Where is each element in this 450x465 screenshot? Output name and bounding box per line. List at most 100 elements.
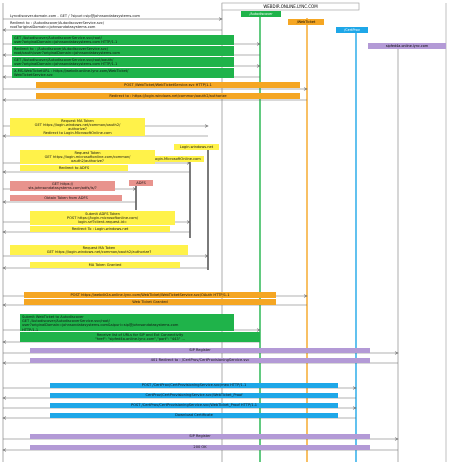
node-login-windows-bg	[174, 144, 219, 150]
arrow-head-26	[2, 396, 7, 400]
msg-receive-urls: Receive list of URLs for SIP and Ext Con…	[95, 333, 185, 342]
msg-request-token: Request Token GET https://login.microsof…	[44, 151, 131, 164]
msg-web-ticket-granted-bg	[24, 299, 276, 305]
msg-submit-adfs: Submit ADFS Token POST https://login.mic…	[66, 212, 139, 225]
arrow-head-9	[204, 124, 209, 128]
msg-request-ma-token-bg	[10, 118, 145, 132]
msg-webticket-url: X-MS-WebTicketURL : https://webdir.onlin…	[14, 69, 129, 78]
msg-sip-register-2-bg	[30, 434, 370, 439]
arrow-head-5	[256, 64, 261, 68]
msg-submit-webticket-bg	[20, 314, 234, 331]
msg-certprov-proof-bg	[50, 393, 338, 398]
msg-ma-token-granted-bg	[30, 262, 180, 268]
arrow-head-20	[2, 303, 7, 307]
msg-post-webticket-bg	[36, 82, 300, 88]
msg-web-ticket-granted: Web Ticket Granted	[132, 300, 168, 304]
msg-get-sts-bg	[10, 181, 115, 191]
msg-get-autodiscover: GET /Autodiscover/AutodiscoverService.sv…	[14, 36, 118, 45]
msg-post-oauth-bg	[24, 292, 276, 298]
certprov-header-label: /CertProv	[344, 27, 360, 32]
arrow-head-11	[186, 161, 191, 165]
arrow-head-28	[2, 416, 7, 420]
msg-post-certprov-mex: POST /CertProv/CertProvisioningService.s…	[141, 383, 247, 387]
msg-request-token-bg	[20, 150, 155, 164]
msg-request-ma-token: Request MA Token GET https://login.windo…	[34, 119, 121, 131]
arrow-head-10	[2, 134, 7, 138]
arrow-head-8	[2, 98, 7, 102]
msg-obtain-token-bg	[10, 195, 122, 201]
node-login-windows: Login.windows.net	[179, 145, 214, 149]
msg-200-ok: 200 OK	[193, 445, 207, 449]
arrow-head-17	[204, 254, 209, 258]
arrow-head-30	[2, 448, 7, 452]
arrow-head-3	[256, 42, 261, 46]
certprov-header	[336, 27, 368, 33]
arrow-head-29	[394, 437, 399, 441]
node-login-msol-bg	[150, 156, 204, 162]
arrow-head-19	[303, 294, 308, 298]
arrow-head-15	[186, 220, 191, 224]
arrow-head-18	[2, 266, 7, 270]
webdir-header-label: WEBDIR.ONLINE.LYNC.COM	[263, 3, 318, 9]
arrow-head-25	[352, 386, 357, 390]
node-login-msol: Login.MicrosoftOnline.com	[153, 157, 201, 161]
msg-download-cert: Download Certificate	[175, 413, 213, 417]
node-adfs: ADFS	[136, 181, 146, 185]
msg-certprov-proof: CertProv/CertProvisioningService.svc/Web…	[145, 393, 243, 397]
msg-post-certprov-proof-bg	[50, 403, 338, 408]
webticket-header-label: /WebTicket	[296, 19, 316, 24]
arrow-head-12	[2, 170, 7, 174]
arrow-head-27	[352, 406, 357, 410]
msg-redirect-adfs-bg	[20, 165, 128, 171]
msg-post-webticket: POST /WebTicket/WebTicketService.svc HTT…	[124, 83, 212, 87]
autodiscover-header	[241, 11, 281, 17]
msg-submit-adfs-bg	[30, 211, 175, 225]
msg-sip-register-2: SIP Register	[189, 434, 211, 438]
msg-redirect-oauth: Redirect to : /Autodiscover/Autodiscover…	[14, 47, 121, 56]
arrow-head-14	[2, 200, 7, 204]
msg-get-oauth: GET /Autodiscover/AutodiscoverService.sv…	[14, 58, 118, 67]
msg-download-cert-bg	[50, 413, 338, 418]
msg-lyncdiscover: Lyncdiscover.domain.com - GET / ?sipuri=…	[10, 14, 141, 18]
msg-401-redirect-bg	[30, 358, 370, 363]
node-adfs-bg	[129, 180, 153, 186]
sipfed-header-label: sipfed4a.online.lync.com	[385, 43, 429, 48]
arrow-head-21	[256, 328, 261, 332]
msg-200-ok-bg	[30, 445, 370, 450]
msg-redirect-msol-bg	[10, 130, 145, 136]
msg-sip-register-bg	[30, 348, 370, 353]
msg-get-autodiscover-bg	[12, 35, 234, 45]
arrow-head-4	[2, 53, 7, 57]
arrow-head-6	[2, 75, 7, 79]
webdir-header-box	[221, 2, 360, 11]
msg-redirect-lwn-bg	[30, 226, 170, 232]
msg-post-certprov-proof: POST /CertProv/CertProvisioningService.s…	[130, 403, 258, 407]
sipfed-header	[368, 43, 446, 49]
msg-webticket-url-bg	[12, 68, 234, 78]
arrow-head-2	[2, 28, 7, 32]
msg-redirect-login-bg	[36, 93, 300, 99]
msg-get-oauth-bg	[12, 57, 234, 67]
msg-request-ma-token-2-bg	[10, 245, 188, 255]
msg-get-sts: GET https:// sts.johnsondatasystems.com/…	[28, 182, 97, 191]
arrow-head-22	[2, 340, 7, 344]
msg-ma-token-granted: MA Token Granted	[88, 263, 122, 267]
msg-receive-urls-bg	[20, 332, 260, 342]
msg-submit-webticket: Submit WebTicket to Autodiscover GET /Au…	[22, 315, 179, 331]
msg-401-redirect: 401 Redirect to : /CertProv/CertProvisio…	[150, 358, 250, 362]
arrow-head-7	[303, 87, 308, 91]
webticket-header	[288, 19, 324, 25]
autodiscover-header-label: /Autodiscover	[249, 11, 273, 16]
msg-request-ma-token-2: Request MA Token GET https://login.windo…	[46, 246, 152, 255]
msg-redirect-adfs: Redirect to ADFS	[58, 166, 90, 170]
msg-redirect-autodiscover: Redirect to : /Autodiscover/Autodiscover…	[10, 21, 105, 30]
msg-sip-register: SIP Register	[189, 348, 211, 352]
arrow-head-16	[2, 230, 7, 234]
arrow-head-1	[218, 17, 223, 21]
msg-post-oauth: POST https://webdir2a.online.lync.com/We…	[70, 293, 230, 297]
arrow-head-13	[132, 187, 137, 191]
msg-redirect-msol: Redirect to Login.MicrosoftOnline.com	[43, 131, 112, 135]
msg-post-certprov-mex-bg	[50, 383, 338, 388]
